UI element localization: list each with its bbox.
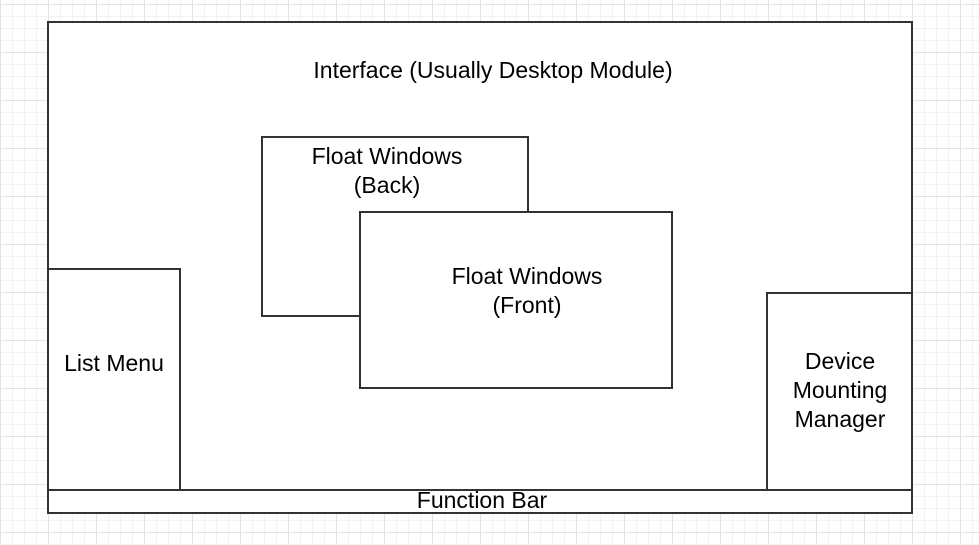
float-windows-front-box xyxy=(359,211,673,389)
list-menu-label: List Menu xyxy=(64,350,164,376)
device-mounting-manager-label-line3: Manager xyxy=(794,406,886,432)
float-windows-back-label-line2: (Back) xyxy=(353,172,421,198)
device-mounting-manager-label-line1: Device xyxy=(804,348,876,374)
function-bar-label: Function Bar xyxy=(416,487,548,513)
device-mounting-manager-box xyxy=(766,292,913,491)
interface-label: Interface (Usually Desktop Module) xyxy=(313,57,673,83)
function-bar-box xyxy=(47,489,913,514)
device-mounting-manager-label-line2: Mounting xyxy=(792,377,888,403)
device-mounting-manager-label: Device Mounting Manager xyxy=(793,347,888,434)
list-menu-box xyxy=(47,268,181,491)
float-windows-front-label: Float Windows (Front) xyxy=(452,262,603,320)
float-windows-front-label-line2: (Front) xyxy=(492,292,562,318)
float-windows-back-label-line1: Float Windows xyxy=(311,143,463,169)
float-windows-front-label-line1: Float Windows xyxy=(451,263,603,289)
float-windows-back-label: Float Windows (Back) xyxy=(312,142,463,200)
